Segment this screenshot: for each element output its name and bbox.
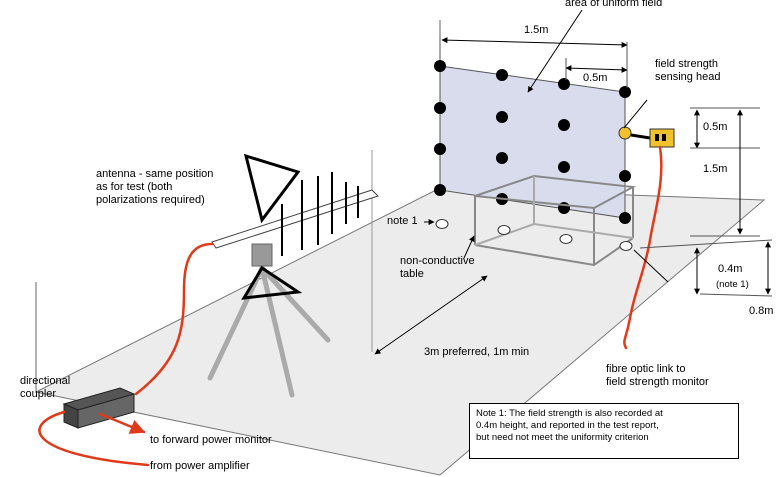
field-point bbox=[619, 212, 631, 224]
directional-coupler bbox=[62, 387, 136, 429]
label-from-amplifier: from power amplifier bbox=[150, 460, 250, 472]
tripod-head bbox=[251, 243, 273, 267]
sensing-head bbox=[618, 126, 675, 148]
field-point bbox=[434, 184, 446, 196]
field-point bbox=[558, 161, 570, 173]
label-dim-0-8m: 0.8m bbox=[749, 305, 774, 317]
label-antenna-2: as for test (both bbox=[96, 181, 173, 193]
label-forward-power: to forward power monitor bbox=[150, 434, 272, 446]
label-distance: 3m preferred, 1m min bbox=[424, 346, 530, 358]
label-dim-0-5m-right: 0.5m bbox=[703, 121, 728, 133]
label-table-1: non-conductive bbox=[400, 255, 475, 267]
label-sensing-head-2: sensing head bbox=[655, 71, 721, 83]
field-point bbox=[434, 143, 446, 155]
field-point bbox=[434, 60, 446, 72]
cables bbox=[38, 145, 663, 467]
label-fibre-2: field strength monitor bbox=[606, 376, 709, 388]
note-line-3: but need not meet the uniformity criteri… bbox=[476, 432, 649, 443]
pointer-arrows bbox=[424, 9, 583, 259]
table-points bbox=[435, 219, 633, 251]
label-coupler-2: coupler bbox=[20, 388, 57, 400]
antenna bbox=[211, 153, 379, 300]
field-point bbox=[619, 86, 631, 98]
note-line-2: 0.4m height, and reported in the test re… bbox=[476, 420, 659, 431]
amplifier-cable bbox=[38, 410, 150, 467]
label-fibre-1: fibre optic link to bbox=[606, 363, 686, 375]
field-point bbox=[434, 102, 446, 114]
label-note1-marker: note 1 bbox=[387, 215, 418, 227]
note-line-1: Note 1: The field strength is also recor… bbox=[476, 408, 663, 419]
label-table-2: table bbox=[400, 268, 424, 280]
label-dim-0-5m-top: 0.5m bbox=[583, 72, 608, 84]
field-point bbox=[619, 170, 631, 182]
label-dim-1-5m-top: 1.5m bbox=[524, 24, 549, 36]
field-point bbox=[558, 78, 570, 90]
field-point bbox=[558, 119, 570, 131]
antenna-cable bbox=[134, 242, 214, 396]
field-point bbox=[496, 69, 508, 81]
label-coupler-1: directional bbox=[20, 375, 71, 387]
label-sensing-head-1: field strength bbox=[655, 58, 718, 70]
label-antenna-1: antenna - same position bbox=[96, 168, 214, 180]
note-box: Note 1: The field strength is also recor… bbox=[469, 403, 739, 459]
fibre-optic-cable bbox=[623, 145, 663, 350]
field-point bbox=[496, 111, 508, 123]
label-area-uniform-field: area of uniform field bbox=[565, 0, 663, 9]
field-point bbox=[496, 152, 508, 164]
label-dim-1-5m-right: 1.5m bbox=[703, 163, 728, 175]
label-antenna-3: polarizations required) bbox=[96, 194, 205, 206]
label-dim-0-4m: 0.4m bbox=[718, 263, 743, 275]
forward-power-arrow bbox=[98, 412, 146, 434]
dimension-lines bbox=[374, 36, 773, 355]
tripod bbox=[207, 265, 331, 398]
label-dim-0-4m-note: (note 1) bbox=[716, 279, 749, 290]
